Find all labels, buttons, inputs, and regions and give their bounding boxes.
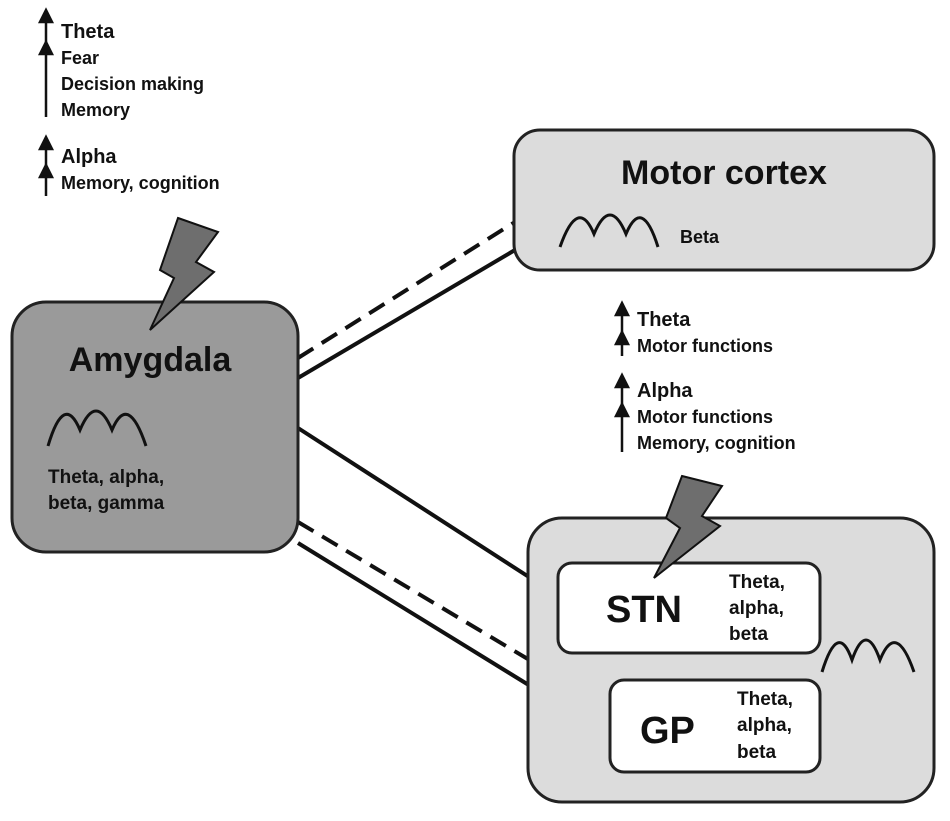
motor-cortex-band: Beta [680, 227, 720, 247]
amygdala-effects: Theta Fear Decision making Memory Alpha … [37, 7, 220, 196]
amygdala-bands-line-1: Theta, alpha, [48, 467, 164, 488]
amygdala-title: Amygdala [69, 341, 233, 379]
bg-alpha-heading: Alpha [637, 380, 693, 402]
amygdala-theta-item: Decision making [61, 74, 204, 94]
basal-ganglia-effects: Theta Motor functions Alpha Motor functi… [613, 300, 796, 453]
motor-cortex-box [512, 128, 936, 272]
lightning-bolt-icon [149, 216, 220, 331]
amygdala-gp-dashed-connection [296, 520, 612, 710]
motor-cortex-title: Motor cortex [621, 154, 827, 192]
motor-cortex-node: Motor cortex Beta [512, 128, 936, 272]
up-arrow-icon [37, 7, 55, 117]
up-arrow-icon [613, 300, 631, 356]
bg-alpha-item: Motor functions [637, 407, 773, 427]
amygdala-box [10, 300, 300, 554]
gp-box [608, 678, 822, 774]
amygdala-alpha-item: Memory, cognition [61, 173, 220, 193]
wave-icon [820, 638, 916, 673]
bg-theta-heading: Theta [637, 309, 691, 331]
gp-band: Theta, [737, 689, 793, 710]
gp-title: GP [640, 710, 695, 752]
stn-band: beta [729, 624, 769, 645]
stn-band: alpha, [729, 598, 784, 619]
lightning-bolt-icon [653, 474, 724, 579]
up-arrow-icon [613, 372, 631, 452]
amygdala-theta-heading: Theta [61, 21, 115, 43]
amygdala-motor-cortex-solid-connection [296, 248, 517, 380]
stn-title: STN [606, 589, 682, 631]
up-arrow-icon [37, 134, 55, 196]
amygdala-motor-cortex-dashed-connection [296, 220, 517, 360]
basal-ganglia-node: STN Theta, alpha, beta GP Theta, alpha, … [526, 516, 936, 804]
amygdala-bands-line-2: beta, gamma [48, 493, 165, 514]
stn-band: Theta, [729, 572, 785, 593]
amygdala-theta-item: Fear [61, 48, 99, 68]
stn-box [556, 561, 822, 655]
wave-icon [558, 213, 660, 248]
amygdala-node: Amygdala Theta, alpha, beta, gamma [10, 300, 300, 554]
amygdala-alpha-heading: Alpha [61, 146, 117, 168]
wave-icon [46, 409, 148, 447]
gp-band: beta [737, 742, 777, 763]
amygdala-theta-item: Memory [61, 100, 130, 120]
amygdala-stn-connection [296, 426, 562, 599]
bg-alpha-item: Memory, cognition [637, 433, 796, 453]
bg-theta-item: Motor functions [637, 336, 773, 356]
gp-band: alpha, [737, 715, 792, 736]
